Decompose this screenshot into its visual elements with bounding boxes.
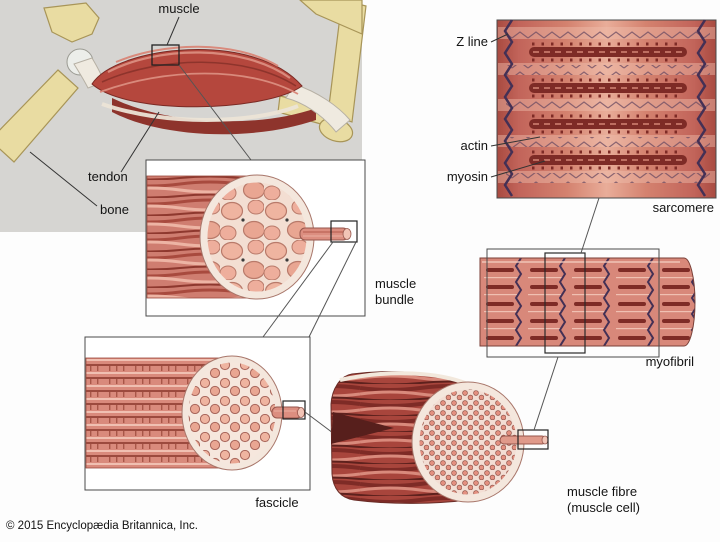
muscle-fibre-caption-line1: muscle fibre xyxy=(567,484,637,499)
sarcomere-panel: Z line actin myosin sarcomere xyxy=(447,18,717,215)
muscle-zoom-box xyxy=(151,44,180,66)
fascia-line xyxy=(101,102,299,122)
scapula-bone xyxy=(43,2,100,43)
arm-bone xyxy=(0,69,79,163)
pulled-fascicle xyxy=(299,227,352,241)
myofibril-zoom-box xyxy=(517,429,549,450)
fibre-sheath-line xyxy=(339,371,471,387)
z-line-label-line xyxy=(490,33,509,43)
bone-label: bone xyxy=(100,202,129,217)
z-line-zigzag-left xyxy=(503,19,514,197)
myofibril-section: myofibril xyxy=(479,197,696,369)
tendon-label: tendon xyxy=(88,169,128,184)
myosin-label-line xyxy=(490,160,546,178)
muscle-striation-lines xyxy=(99,45,299,95)
z-line-label: Z line xyxy=(456,34,488,49)
zoom-connector-myofibril-to-sarcomere xyxy=(580,197,600,254)
myofibril-outline-box xyxy=(486,248,660,358)
sarcomere-zoom-box xyxy=(544,252,586,354)
muscles xyxy=(73,45,351,135)
zoom-connector-bundle-to-fascicle-2 xyxy=(308,241,357,338)
fibre-notch-wedge xyxy=(331,412,394,444)
myofibril-caption: myofibril xyxy=(646,354,695,369)
fascicle-zoom-box xyxy=(330,220,358,243)
fascicle-face xyxy=(185,359,279,467)
actin-label-line xyxy=(490,136,541,147)
sarcomere-caption: sarcomere xyxy=(653,200,714,215)
upper-forearm-bone xyxy=(299,0,363,35)
muscle-label: muscle xyxy=(158,1,199,16)
tendon-label-line xyxy=(120,111,160,173)
zoom-connector-muscle-to-bundle xyxy=(178,64,252,161)
muscle-bundle-panel: muscle bundle xyxy=(145,159,416,338)
tendon-shape-right xyxy=(285,83,351,133)
fascicle-caption: fascicle xyxy=(255,495,298,510)
bone-label-line xyxy=(29,151,98,207)
pulled-myofibril xyxy=(499,435,549,445)
deep-muscle-shape xyxy=(112,98,316,135)
muscle-label-line xyxy=(166,16,180,46)
muscle-fibre-caption-line2: (muscle cell) xyxy=(567,500,640,515)
muscle-fibre-zoom-box xyxy=(282,400,306,420)
muscle-bundle-face xyxy=(204,179,310,295)
myofibril-band xyxy=(479,257,696,347)
fascicle-panel: fascicle xyxy=(84,336,338,510)
muscle-bundle-caption-line1: muscle xyxy=(375,276,416,291)
zoom-connector-fibre-to-myofibril xyxy=(533,356,559,431)
zoom-connector-bundle-to-fascicle-1 xyxy=(262,241,334,338)
biceps-muscle-shape xyxy=(91,49,303,108)
muscle-bundle-caption-line2: bundle xyxy=(375,292,414,307)
pulled-muscle-fibre xyxy=(271,406,305,419)
muscle-fibre-illustration: muscle fibre (muscle cell) xyxy=(330,356,640,515)
actin-filaments xyxy=(506,29,710,183)
myosin-label: myosin xyxy=(447,169,488,184)
copyright-text: © 2015 Encyclopædia Britannica, Inc. xyxy=(6,520,198,532)
actin-label: actin xyxy=(461,138,488,153)
myosin-filaments xyxy=(529,42,687,170)
